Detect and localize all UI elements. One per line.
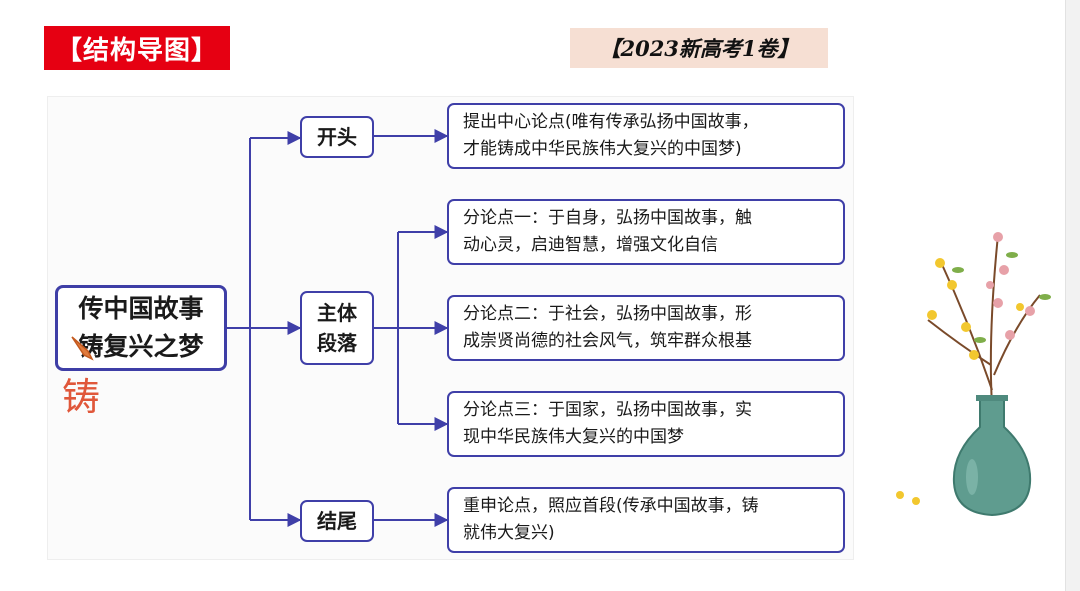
leaf-text-line: 分论点三：于国家，弘扬中国故事，实 — [463, 400, 752, 420]
root-node: 传中国故事 铸复兴之梦 — [55, 285, 227, 371]
root-line-1: 传中国故事 — [78, 294, 204, 323]
branch-label: 结尾 — [317, 509, 357, 533]
section-title: 【结构导图】 — [44, 26, 230, 70]
leaf-text-line: 动心灵，启迪智慧，增强文化自信 — [463, 235, 718, 255]
pen-icon — [71, 336, 94, 361]
branch-label: 段落 — [317, 331, 357, 355]
leaf-text-line: 成崇贤尚德的社会风气，筑牢群众根基 — [463, 331, 752, 351]
branch-label: 主体 — [317, 301, 357, 325]
leaf-text-line: 提出中心论点(唯有传承弘扬中国故事， — [463, 112, 759, 132]
leaf-text-line: 分论点二：于社会，弘扬中国故事，形 — [463, 304, 752, 324]
exam-tag: 【2023新高考1卷】 — [570, 28, 828, 68]
branch-node-opening: 开头 — [300, 116, 374, 158]
leaf-node-point-1: 分论点一：于自身，弘扬中国故事，触 动心灵，启迪智慧，增强文化自信 — [447, 199, 845, 265]
window-edge — [1065, 0, 1080, 591]
branch-node-body: 主体 段落 — [300, 291, 374, 365]
handwritten-annotation: 铸 — [62, 375, 101, 419]
branch-node-ending: 结尾 — [300, 500, 374, 542]
vase-with-flowers-icon — [896, 232, 1051, 517]
leaf-text-line: 就伟大复兴) — [463, 523, 555, 543]
leaf-text-line: 才能铸成中华民族伟大复兴的中国梦) — [463, 139, 742, 159]
leaf-node-ending: 重申论点，照应首段(传承中国故事，铸 就伟大复兴) — [447, 487, 845, 553]
leaf-text-line: 分论点一：于自身，弘扬中国故事，触 — [463, 208, 752, 228]
leaf-node-opening: 提出中心论点(唯有传承弘扬中国故事， 才能铸成中华民族伟大复兴的中国梦) — [447, 103, 845, 169]
root-line-2: 铸复兴之梦 — [78, 332, 204, 361]
leaf-text-line: 现中华民族伟大复兴的中国梦 — [463, 427, 684, 447]
leaf-node-point-3: 分论点三：于国家，弘扬中国故事，实 现中华民族伟大复兴的中国梦 — [447, 391, 845, 457]
leaf-text-line: 重申论点，照应首段(传承中国故事，铸 — [463, 496, 759, 516]
branch-label: 开头 — [317, 125, 357, 149]
leaf-node-point-2: 分论点二：于社会，弘扬中国故事，形 成崇贤尚德的社会风气，筑牢群众根基 — [447, 295, 845, 361]
